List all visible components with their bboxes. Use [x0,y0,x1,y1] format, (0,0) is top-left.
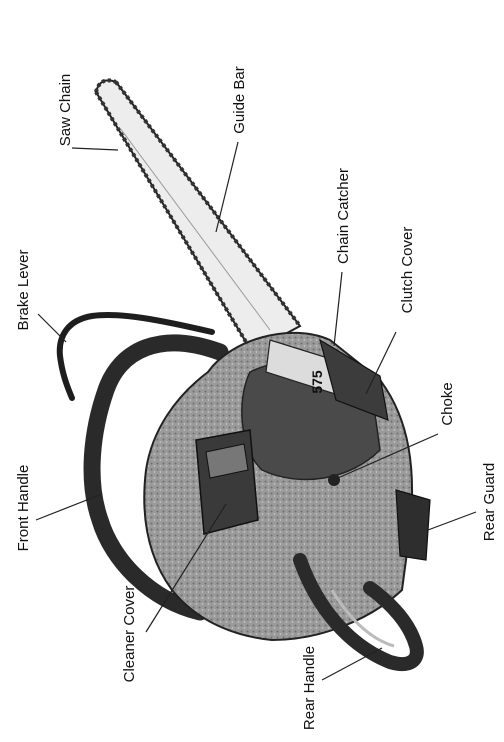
label-saw-chain: Saw Chain [57,74,74,147]
leader-saw-chain [72,148,118,150]
label-rear-handle: Rear Handle [301,646,318,730]
leader-chain-catcher [334,272,342,346]
leader-brake-lever [38,314,66,342]
label-chain-catcher: Chain Catcher [335,168,352,264]
model-badge: 575 [309,370,325,394]
leader-rear-guard [428,512,476,530]
leader-rear-handle [322,648,382,680]
label-brake-lever: Brake Lever [15,250,32,331]
label-choke: Choke [439,382,456,425]
label-rear-guard: Rear Guard [481,463,498,541]
label-cleaner-cover: Cleaner Cover [121,586,138,683]
leader-guide-bar [216,142,238,232]
guide-bar-shape [96,80,300,352]
label-clutch-cover: Clutch Cover [399,227,416,314]
label-front-handle: Front Handle [15,465,32,552]
chainsaw-illustration: 575 [60,80,430,664]
label-guide-bar: Guide Bar [231,66,248,134]
